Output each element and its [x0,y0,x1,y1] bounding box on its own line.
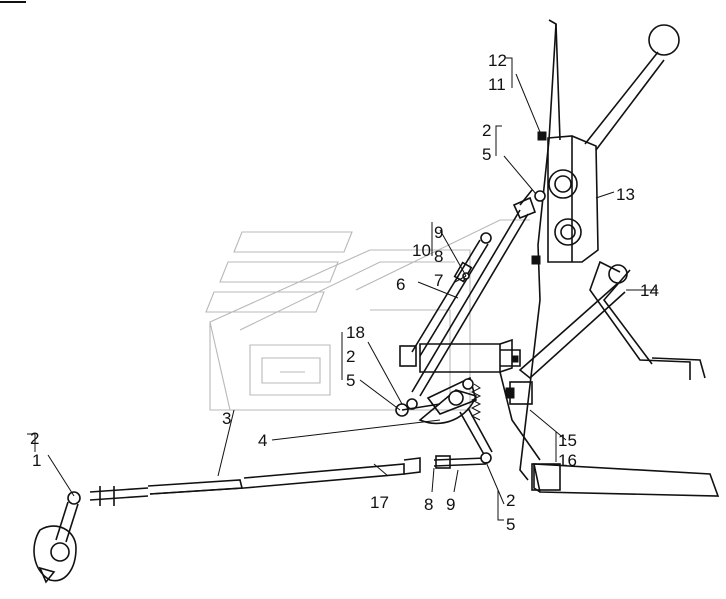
callout-5d: 5 [482,145,491,164]
callout-14: 14 [640,281,659,300]
upper-rods [411,189,546,397]
leader-lines [47,73,658,505]
callout-2e: 2 [506,491,515,510]
callout-9a: 9 [434,223,443,242]
callout-3: 3 [222,409,231,428]
callout-5c: 5 [346,371,355,390]
callout-18: 18 [346,323,365,342]
bracket-marks [27,57,557,521]
callout-17: 17 [370,493,389,512]
callout-12: 12 [488,51,507,70]
callout-1: 1 [32,451,41,470]
callout-9b: 9 [446,495,455,514]
callout-2c: 2 [346,347,355,366]
callout-5e: 5 [506,515,515,534]
callout-13: 13 [616,185,635,204]
clevis-upper [453,261,473,283]
callout-7: 7 [434,271,443,290]
callout-2d: 2 [482,121,491,140]
floor-pad [531,463,720,497]
lever-housing [531,131,599,265]
callout-6: 6 [396,275,405,294]
firewall-panel [519,19,561,481]
brake-pedal [518,260,706,380]
pivot-left [395,398,441,417]
gear-lever [584,24,680,151]
callout-10: 10 [412,241,431,260]
callout-16: 16 [558,451,577,470]
callout-11: 11 [488,75,506,94]
watermark-logo [205,219,530,411]
bell-crank [418,376,493,459]
callout-labels: 2 1 3 4 18 2 5 6 7 9 10 8 12 11 2 5 13 1… [30,51,659,534]
callout-8a: 8 [434,247,443,266]
mounting-block [399,338,541,461]
callout-2a: 2 [30,429,39,448]
callout-4: 4 [258,431,267,450]
left-lever [33,491,81,584]
callout-15: 15 [558,431,577,450]
callout-8b: 8 [424,495,433,514]
